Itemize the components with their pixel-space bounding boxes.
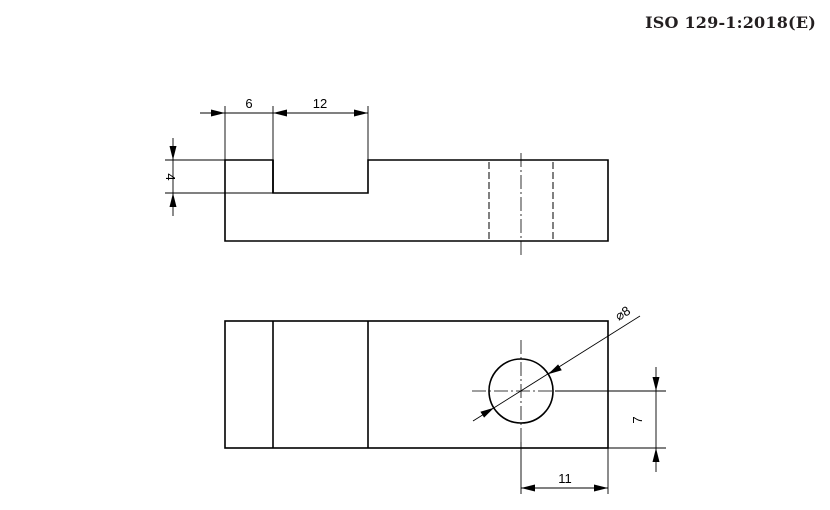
front-view-outline	[224, 159, 609, 242]
dimension-hole-x-offset: 11	[520, 442, 609, 494]
dimension-arrow	[521, 484, 535, 492]
dimension-arrow	[480, 407, 494, 418]
top-view	[224, 320, 609, 449]
dimension-slot-horizontal: 6 12	[200, 96, 369, 160]
top-view-outline	[224, 320, 609, 449]
dimension-arrow	[273, 109, 287, 117]
dimension-text-hole-diameter: ⌀8	[612, 303, 633, 324]
dimension-arrow	[652, 448, 660, 462]
dimension-text-hole-y-offset: 7	[630, 416, 645, 423]
standard-reference: ISO 129-1:2018(E)	[645, 13, 816, 32]
dimension-text-slot-depth: 4	[163, 173, 178, 180]
dimension-text-slot-width: 12	[313, 96, 327, 111]
dimension-slot-depth: 4	[163, 138, 273, 216]
dimension-arrow	[548, 364, 562, 375]
dimension-arrow	[594, 484, 608, 492]
dimension-arrow	[652, 377, 660, 391]
dimension-arrow	[169, 146, 177, 160]
dimension-hole-diameter: ⌀8	[472, 303, 641, 422]
dimension-arrow	[354, 109, 368, 117]
dimension-hole-y-offset: 7	[555, 367, 666, 472]
front-view	[224, 153, 609, 257]
dimension-arrow	[169, 193, 177, 207]
dimension-text-hole-x-offset: 11	[558, 471, 572, 486]
dimension-arrow	[211, 109, 225, 117]
dimension-text-slot-offset: 6	[245, 96, 252, 111]
